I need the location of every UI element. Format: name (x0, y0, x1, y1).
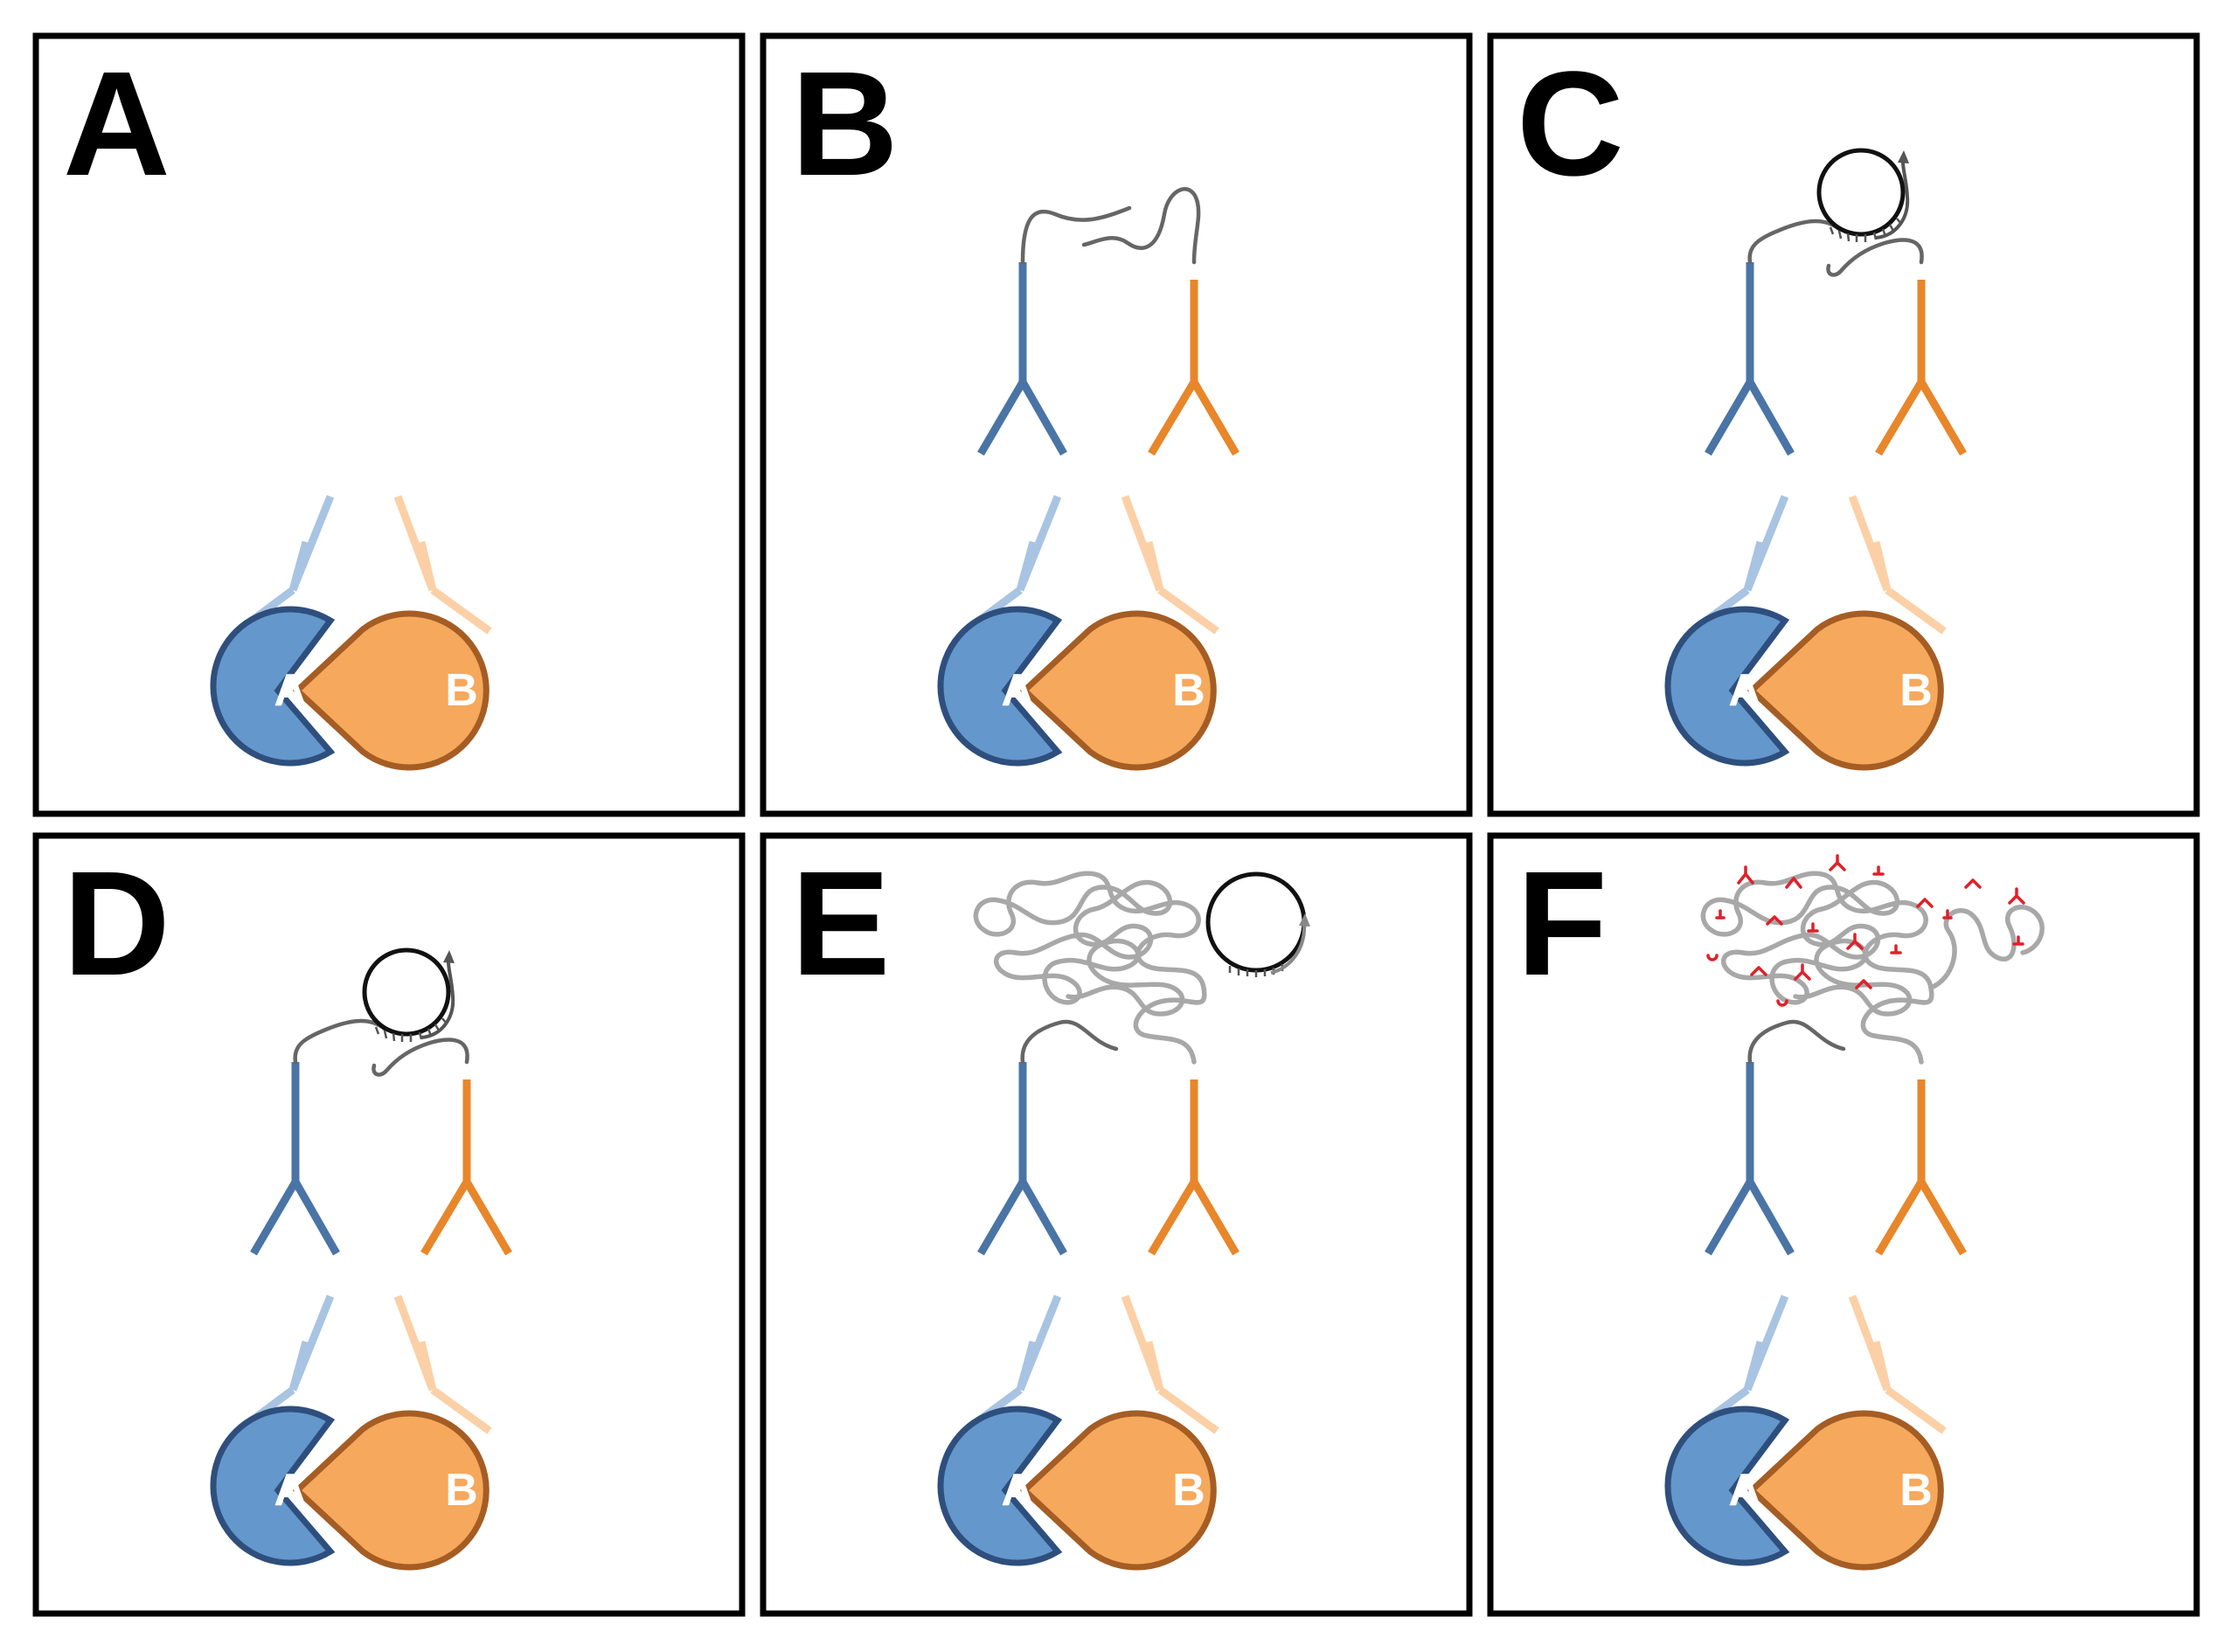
protein-a-label: A (1728, 665, 1761, 716)
protein-a-label: A (274, 1465, 307, 1516)
protein-b-label: B (1172, 1465, 1205, 1516)
protein-complex: A B (1668, 854, 2045, 1567)
detection-probes (1706, 854, 2025, 1007)
panel-a: A A B (32, 32, 746, 817)
protein-b-label: B (1899, 665, 1933, 716)
circle-template (1205, 871, 1310, 977)
protein-a-label: A (1001, 1465, 1034, 1516)
protein-b-label: B (445, 1465, 478, 1516)
protein-complex: A B (213, 950, 509, 1567)
panel-letter: E (791, 841, 890, 1007)
protein-complex: A B (941, 189, 1236, 767)
panel-c: C A B (1487, 32, 2200, 817)
protein-complex: A B (213, 496, 490, 767)
panel-letter: C (1517, 41, 1624, 207)
secondary-loop (1928, 905, 2045, 990)
panel-e: E A B (760, 832, 1473, 1617)
panel-letter: D (63, 841, 170, 1007)
panel-f: F (1487, 832, 2200, 1617)
protein-complex: A B (941, 873, 1310, 1567)
protein-complex: A B (1668, 150, 1963, 767)
panel-d: D A B (32, 832, 746, 1617)
protein-b-label: B (1899, 1465, 1933, 1516)
protein-a-label: A (1001, 665, 1034, 716)
panel-letter: B (791, 41, 899, 207)
protein-b-label: B (445, 665, 478, 716)
protein-a-label: A (274, 665, 307, 716)
panel-b: B A B (760, 32, 1473, 817)
protein-a-label: A (1728, 1465, 1761, 1516)
panel-letter: A (63, 41, 170, 207)
panel-letter: F (1517, 841, 1608, 1007)
protein-b-label: B (1172, 665, 1205, 716)
